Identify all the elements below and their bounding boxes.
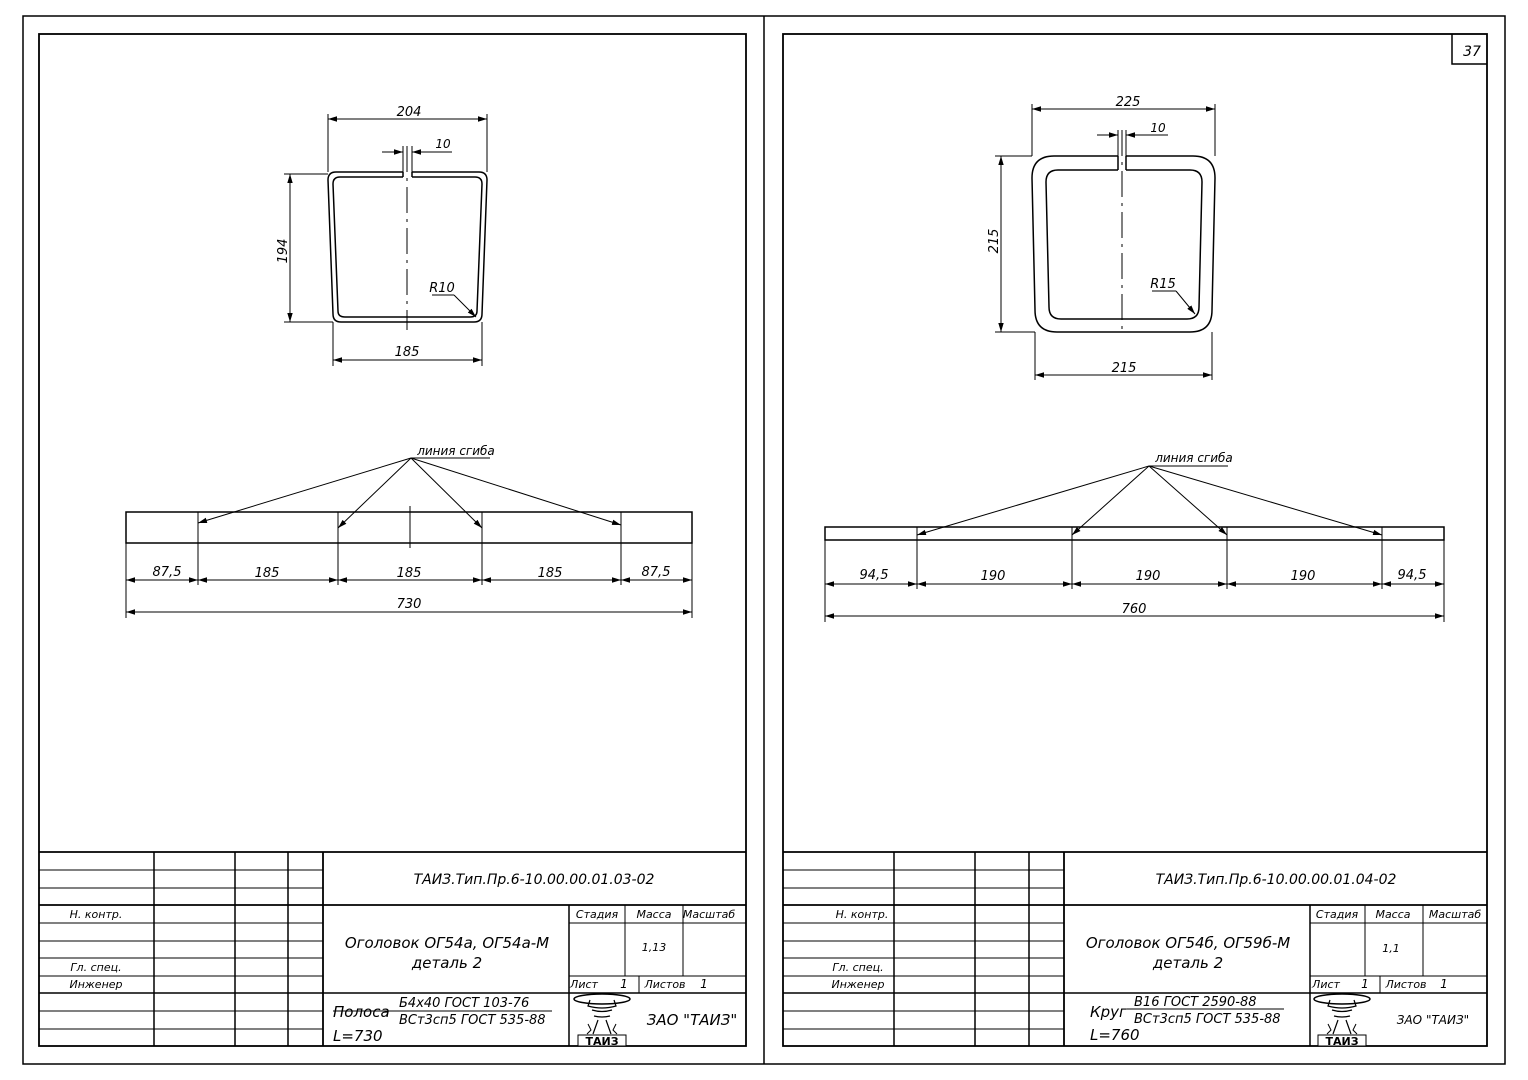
left-stage-label: Стадия (576, 908, 619, 921)
right-bend-drawing: линия сгиба 94,5 190 190 190 94,5 760 (824, 451, 1445, 622)
right-material-bottom: ВСт3сп5 ГОСТ 535-88 (1134, 1012, 1281, 1027)
left-title-line2: деталь 2 (411, 954, 482, 972)
left-seg-2: 185 (255, 566, 280, 581)
right-mass-label: Масса (1375, 908, 1410, 921)
left-logo-text: ТАИЗ (585, 1035, 618, 1048)
right-title-line2: деталь 2 (1152, 954, 1223, 972)
right-role-engineer: Инженер (831, 978, 884, 991)
left-blank-strip (125, 511, 693, 544)
right-length: L=760 (1090, 1026, 1140, 1044)
right-title-block: ТАИЗ.Тип.Пр.6-10.00.00.01.04-02 Н. контр… (783, 851, 1487, 1048)
left-drawing-code: ТАИЗ.Тип.Пр.6-10.00.00.01.03-02 (414, 872, 655, 888)
right-stage-label: Стадия (1316, 908, 1359, 921)
right-profile-inner (1045, 169, 1203, 320)
left-bend-drawing: линия сгиба 87,5 185 185 185 87,5 730 (125, 444, 693, 618)
left-title-block: ТАИЗ.Тип.Пр.6-10.00.00.01.03-02 Н. контр… (39, 851, 746, 1048)
left-sheet-frame (38, 33, 747, 1047)
right-profile-drawing: 225 10 215 R15 215 (987, 95, 1216, 380)
right-drawing-code: ТАИЗ.Тип.Пр.6-10.00.00.01.04-02 (1156, 872, 1397, 888)
right-dim-radius: R15 (1150, 277, 1176, 292)
left-company-logo: ТАИЗ (573, 993, 631, 1048)
right-company-logo: ТАИЗ (1313, 993, 1371, 1048)
right-seg-5: 94,5 (1398, 568, 1427, 583)
left-profile-drawing: 204 10 194 R10 185 (276, 105, 488, 366)
left-total-length: 730 (397, 597, 422, 612)
right-dim-height: 215 (987, 229, 1002, 254)
left-seg-1: 87,5 (153, 565, 182, 580)
left-sheet-label: Лист (569, 978, 598, 991)
left-title-line1: Оголовок ОГ54а, ОГ54а-М (345, 934, 549, 952)
right-dim-gap: 10 (1150, 121, 1166, 135)
left-mass-label: Масса (636, 908, 671, 921)
page-number-box: 37 (1451, 34, 1487, 65)
left-length: L=730 (333, 1027, 383, 1045)
right-title-line1: Оголовок ОГ54б, ОГ59б-М (1086, 934, 1290, 952)
left-bend-label: линия сгиба (416, 444, 495, 458)
right-dim-width-top: 225 (1116, 95, 1141, 110)
right-role-gl-spec: Гл. спец. (832, 961, 883, 974)
right-seg-4: 190 (1291, 569, 1316, 584)
left-sheet-value: 1 (620, 977, 628, 991)
right-total-length: 760 (1122, 602, 1147, 617)
left-dim-gap: 10 (435, 137, 451, 151)
left-material-bottom: ВСт3сп5 ГОСТ 535-88 (399, 1013, 546, 1028)
left-sheets-value: 1 (700, 977, 708, 991)
right-role-n-kontr: Н. контр. (836, 908, 889, 921)
right-blank-strip (824, 526, 1445, 541)
right-seg-1: 94,5 (860, 568, 889, 583)
page-number: 37 (1463, 44, 1481, 60)
right-profile-outer (1031, 155, 1216, 333)
right-material-top: В16 ГОСТ 2590-88 (1134, 995, 1257, 1010)
right-logo-text: ТАИЗ (1325, 1035, 1358, 1048)
right-seg-3: 190 (1136, 569, 1161, 584)
left-dim-width-bottom: 185 (395, 345, 420, 360)
left-material-top: Б4х40 ГОСТ 103-76 (399, 996, 529, 1011)
left-mass-value: 1,13 (642, 941, 667, 954)
left-role-gl-spec: Гл. спец. (70, 961, 121, 974)
left-role-engineer: Инженер (69, 978, 122, 991)
right-sheets-label: Листов (1384, 978, 1426, 991)
left-dim-radius: R10 (429, 281, 455, 296)
left-dim-width-top: 204 (397, 105, 422, 120)
right-bend-label: линия сгиба (1154, 451, 1233, 465)
left-scale-label: Масштаб (683, 908, 735, 921)
right-material-name: Круг (1090, 1003, 1127, 1021)
right-mass-value: 1,1 (1382, 942, 1400, 955)
left-seg-5: 87,5 (642, 565, 671, 580)
left-material-name: Полоса (333, 1003, 390, 1021)
right-seg-2: 190 (981, 569, 1006, 584)
right-sheet-frame (782, 33, 1488, 1047)
left-sheets-label: Листов (643, 978, 685, 991)
left-dim-height: 194 (276, 239, 291, 264)
right-scale-label: Масштаб (1429, 908, 1481, 921)
left-company-name: ЗАО "ТАИЗ" (647, 1011, 738, 1029)
right-dim-width-bottom: 215 (1112, 361, 1137, 376)
left-seg-3: 185 (397, 566, 422, 581)
right-sheet-value: 1 (1361, 977, 1369, 991)
left-role-n-kontr: Н. контр. (70, 908, 123, 921)
right-sheet-label: Лист (1311, 978, 1340, 991)
right-sheets-value: 1 (1440, 977, 1448, 991)
right-company-name: ЗАО "ТАИЗ" (1397, 1013, 1469, 1027)
left-seg-4: 185 (538, 566, 563, 581)
